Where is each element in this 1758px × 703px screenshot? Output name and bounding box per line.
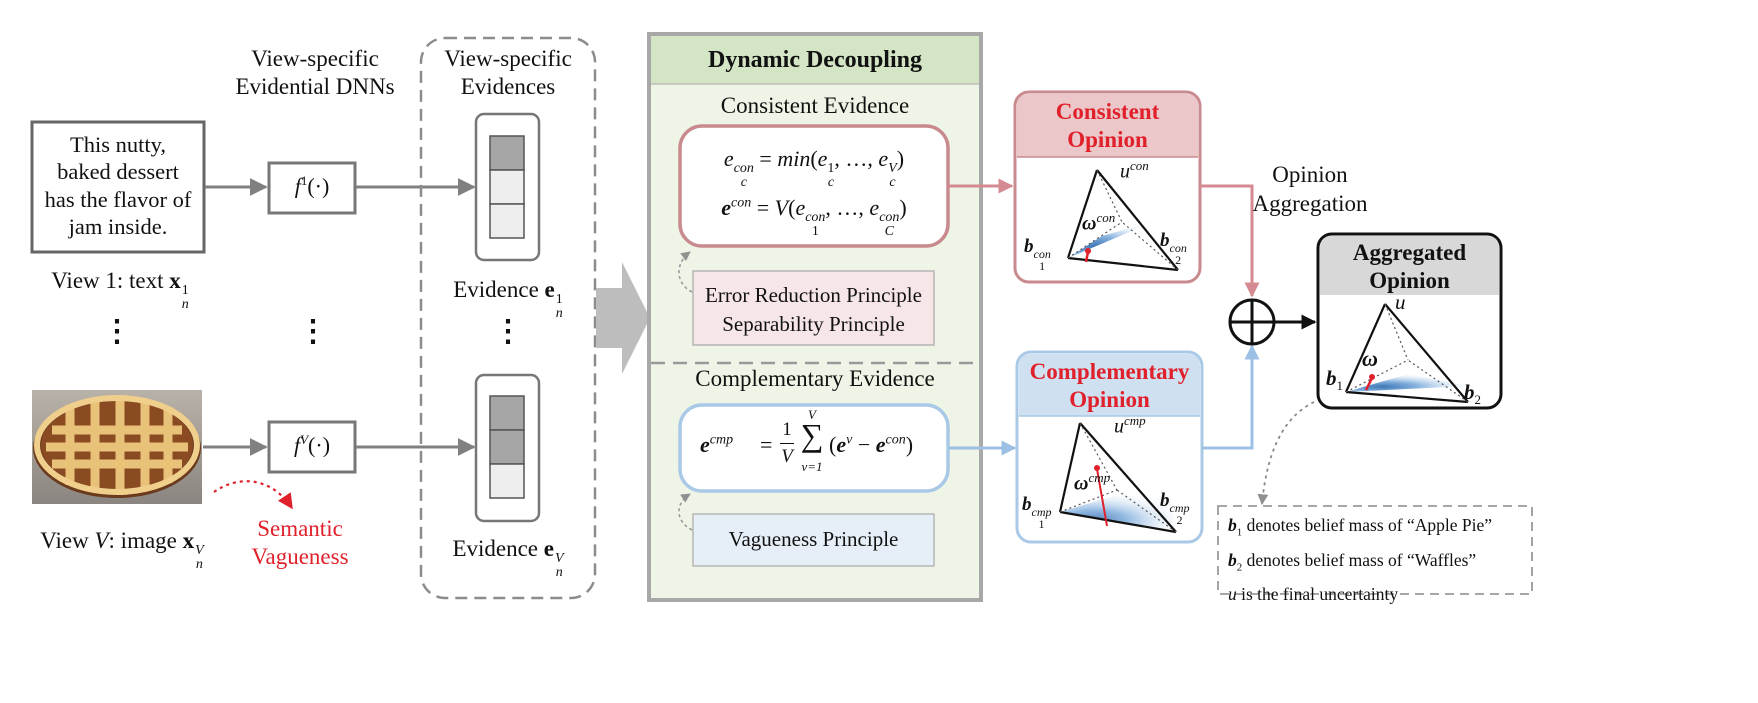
aggregated-b2-label: b2 — [1464, 380, 1481, 408]
semantic-vagueness-arrow — [213, 480, 293, 510]
consistent-formula-box — [678, 124, 950, 248]
vdots-dnns: ⋮ — [298, 315, 328, 348]
dnn-box-view-V — [267, 420, 357, 474]
legend-b1: b1 denotes belief mass of “Apple Pie” — [1228, 515, 1493, 539]
separability-principle: Separability Principle — [722, 312, 905, 337]
complementary-simplex — [1058, 422, 1177, 534]
vagueness-principle: Vagueness Principle — [728, 527, 899, 551]
dnn-header-line-2: Evidential DNNs — [235, 73, 395, 99]
decoupling-header — [651, 36, 979, 84]
consistent-opinion-header — [1017, 94, 1198, 157]
consistent-to-aggregation-line — [1200, 184, 1260, 298]
consistent-principles-box — [692, 270, 935, 346]
pie-image — [32, 390, 202, 504]
consistent-simplex — [1066, 169, 1179, 272]
text-line-1: This nutty, — [69, 132, 167, 157]
principle-feedback-arrow-1 — [678, 251, 693, 293]
complementary-equation: ecmp = 1 V V ∑ v=1 (ev − econ) — [700, 407, 914, 474]
text-line-4: jam inside. — [68, 214, 168, 240]
vdots-evidences: ⋮ — [493, 315, 523, 348]
dnn-header: View-specific Evidential DNNs — [220, 45, 410, 100]
legend: b1 denotes belief mass of “Apple Pie” b2… — [1228, 512, 1528, 608]
complementary-formula-box — [678, 403, 950, 493]
legend-b2: b2 denotes belief mass of “Waffles” — [1228, 549, 1477, 574]
complementary-to-aggregation-line — [1202, 344, 1260, 450]
consistent-evidence-label: Consistent Evidence — [720, 93, 910, 118]
complementary-u-label: ucmp — [1114, 413, 1146, 438]
legend-box — [1217, 505, 1533, 595]
text-line-3: has the flavor of — [44, 186, 192, 212]
semantic-vagueness-label: Semantic Vagueness — [251, 516, 349, 569]
evidences-header: View-specific Evidences — [421, 45, 595, 100]
complementary-opinion-header — [1019, 354, 1200, 416]
aggregated-opinion-title: Aggregated Opinion — [1352, 240, 1467, 294]
decoupling-title: Dynamic Decoupling — [707, 47, 922, 73]
text-line-2: baked dessert — [57, 159, 179, 185]
evidences-header-line-2: Evidences — [460, 73, 556, 99]
aggregated-u-label: u — [1395, 290, 1406, 314]
aggregated-b1-label: b1 — [1326, 366, 1343, 394]
error-reduction-principle: Error Reduction Principle — [705, 283, 922, 307]
evidence-vector-V — [474, 373, 541, 523]
text-view-content: This nutty, baked dessert has the flavor… — [34, 131, 202, 241]
complementary-opinion-title: Complementary Opinion — [1029, 359, 1190, 413]
consistent-opinion-title: Consistent Opinion — [1055, 99, 1160, 153]
consistent-principles: Error Reduction Principle Separability P… — [693, 281, 934, 340]
evidences-container — [419, 36, 597, 600]
legend-arrow — [1257, 401, 1315, 506]
vagueness-principle-box — [692, 513, 935, 567]
aggregated-simplex — [1344, 303, 1469, 404]
complementary-omega-label: ωcmp — [1074, 470, 1111, 495]
dnn-label-view-V: fV(·) — [293, 432, 331, 458]
opinion-aggregation-label: Opinion Aggregation — [1252, 162, 1368, 217]
evidence-vector-1 — [474, 112, 541, 262]
dnn-header-line-1: View-specific — [251, 46, 379, 71]
consistent-omega-label: ωcon — [1082, 210, 1116, 235]
legend-u: u is the final uncertainty — [1228, 584, 1399, 604]
text-view-box — [30, 120, 206, 254]
consistent-u-label: ucon — [1120, 158, 1149, 183]
vdots-views: ⋮ — [102, 315, 132, 348]
evidences-header-line-1: View-specific — [444, 46, 572, 71]
dnn-box-view-1 — [267, 161, 357, 215]
block-arrow — [596, 262, 650, 374]
dnn-label-view-1: f1(·) — [294, 173, 330, 199]
complementary-evidence-label: Complementary Evidence — [695, 366, 935, 391]
aggregated-opinion-header — [1320, 236, 1499, 295]
aggregated-omega-label: ω — [1362, 346, 1378, 371]
